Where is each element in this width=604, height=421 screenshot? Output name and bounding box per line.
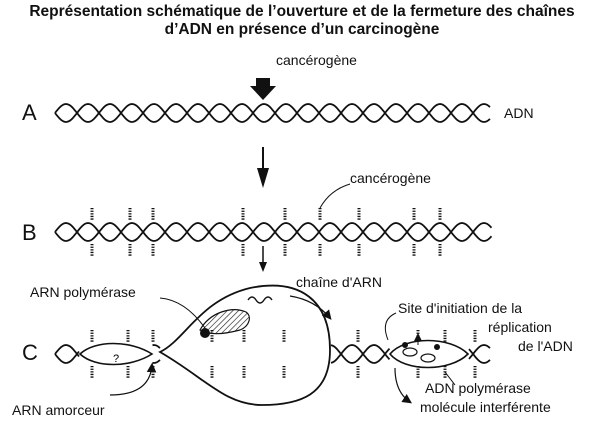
rna-polymerase-label: ARN polymérase: [30, 284, 136, 300]
primer-pointer: [109, 362, 157, 396]
dna-strand: [54, 222, 493, 242]
primer-bubble: [78, 342, 154, 366]
down-arrowhead-ab: [257, 168, 269, 188]
carcinogen-label-b: cancérogène: [350, 170, 431, 186]
panel-letter-a: A: [22, 100, 37, 125]
dna-label: ADN: [504, 105, 534, 121]
dna-helix-a: [54, 103, 491, 123]
dna-strand: [54, 344, 491, 364]
interfering-molecule-label: molécule interférente: [420, 399, 551, 415]
replication-site-label-1: Site d'initiation de la: [398, 300, 523, 316]
origin-bubble: [388, 339, 470, 369]
rna-chain-label: chaîne d'ARN: [296, 274, 382, 290]
rna-polymerase-pointer: [159, 297, 206, 329]
dna-polymerase-label: ADN polymérase: [425, 380, 531, 396]
panel-letter-b: B: [22, 220, 37, 245]
title-line-2: d’ADN en présence d’un carcinogène: [164, 21, 440, 38]
dna-strand: [54, 344, 491, 364]
interfering-molecule-dot-1: [402, 342, 408, 348]
panel-letter-c: C: [22, 340, 38, 365]
replication-bubble: [158, 284, 331, 406]
carcinogen-arrow-a: [250, 78, 276, 100]
rna-chain-squiggle: [247, 296, 273, 304]
dna-polymerase-oval-2: [420, 353, 436, 363]
down-arrowhead-bc: [259, 262, 267, 272]
primer-question-mark: ?: [113, 353, 119, 365]
interfering-molecule-dot-2: [434, 344, 440, 350]
carcinogen-marks-b: [90, 208, 442, 256]
interfering-molecule-pointer: [394, 367, 412, 404]
replication-site-label-2: réplication: [488, 319, 552, 335]
origin-site-pointer: [384, 312, 397, 341]
dna-strand: [54, 222, 493, 242]
dna-polymerase-oval-1: [402, 347, 418, 357]
dna-strand: [54, 103, 491, 123]
title-line-1: Représentation schématique de l’ouvertur…: [29, 3, 575, 20]
carcinogen-pointer-b: [319, 183, 351, 209]
bubble-direction-arrow: [289, 295, 332, 320]
rna-primer-label: ARN amorceur: [12, 402, 105, 418]
diagram-title: Représentation schématique de l’ouvertur…: [0, 3, 604, 39]
dna-helix-c: [54, 344, 491, 364]
rna-polymerase-blob: [199, 309, 250, 335]
dna-helix-b: [54, 222, 493, 242]
dna-strand: [54, 103, 491, 123]
replication-site-label-3: de l'ADN: [518, 338, 573, 354]
dna-polymerase-pointer: [444, 371, 456, 386]
rna-polymerase-dot: [200, 328, 210, 338]
carcinogen-label-a: cancérogène: [276, 52, 357, 68]
